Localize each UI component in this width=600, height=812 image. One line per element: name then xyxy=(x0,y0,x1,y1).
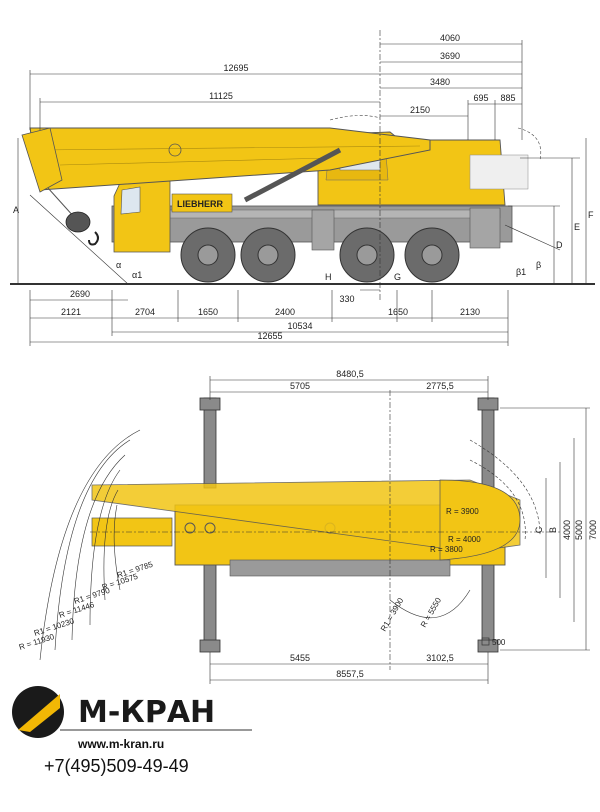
side-view: LIEBHERR xyxy=(10,30,595,346)
dim-12655: 12655 xyxy=(257,331,282,341)
boom-section-line xyxy=(59,157,331,166)
radius-inner-2: R = 5550 xyxy=(419,596,443,629)
radius-rear-1: R = 3900 xyxy=(446,507,479,516)
dim-10534: 10534 xyxy=(287,321,312,331)
dim-1650-b: 1650 xyxy=(388,307,408,317)
label-alpha1: α1 xyxy=(132,270,142,280)
cab-side-panel xyxy=(171,193,233,213)
dim-2400: 2400 xyxy=(275,307,295,317)
label-d: D xyxy=(556,240,563,250)
dim-3480: 3480 xyxy=(430,77,450,87)
dim-2130: 2130 xyxy=(460,307,480,317)
outrigger-box-front xyxy=(311,209,335,251)
hook-block xyxy=(65,211,91,233)
cab-window xyxy=(120,186,141,215)
radius-5: R1 = 10230 xyxy=(33,616,76,638)
dim-8557-5: 8557,5 xyxy=(336,669,364,679)
dim-b: B xyxy=(548,527,558,533)
dim-3690: 3690 xyxy=(440,51,460,61)
dim-8480-5: 8480,5 xyxy=(336,369,364,379)
vertical-dimension-lines xyxy=(17,138,587,284)
outriggers xyxy=(199,397,499,653)
turntable-top xyxy=(439,479,521,561)
swing-arc xyxy=(329,115,381,121)
pad-size: 500 xyxy=(492,638,506,647)
approach-angle-line xyxy=(29,194,129,285)
label-g: G xyxy=(394,272,401,282)
counterweight xyxy=(469,154,529,190)
dim-5455: 5455 xyxy=(290,653,310,663)
dim-1650-a: 1650 xyxy=(198,307,218,317)
dim-7000: 7000 xyxy=(588,520,598,540)
label-h: H xyxy=(325,272,332,282)
dim-3102-5: 3102,5 xyxy=(426,653,454,663)
boom-top xyxy=(91,479,521,553)
dim-5705: 5705 xyxy=(290,381,310,391)
dim-11125: 11125 xyxy=(209,91,233,101)
luffing-cylinder xyxy=(243,147,342,203)
axle-cover xyxy=(229,559,451,577)
dim-2121: 2121 xyxy=(61,307,81,317)
departure-angle-line xyxy=(504,224,561,251)
outrigger-box-rear xyxy=(469,207,501,249)
wheel-3 xyxy=(339,227,395,283)
dim-2690: 2690 xyxy=(70,289,90,299)
wheel-1 xyxy=(180,227,236,283)
label-f: F xyxy=(588,210,594,220)
dim-695: 695 xyxy=(473,93,488,103)
dim-4060: 4060 xyxy=(440,33,460,43)
label-beta1: β1 xyxy=(516,267,526,277)
brand-block: М-КРАН www.m-kran.ru +7(495)509-49-49 xyxy=(12,686,252,776)
hook xyxy=(88,231,99,246)
dim-5000: 5000 xyxy=(574,520,584,540)
wheel-2 xyxy=(240,227,296,283)
dim-c: C xyxy=(534,526,544,533)
boom-section-line xyxy=(39,145,421,151)
boom-pin xyxy=(168,143,182,157)
label-a: A xyxy=(13,205,19,215)
swing-radii-arcs xyxy=(39,429,541,661)
dim-330: 330 xyxy=(339,294,354,304)
dim-885: 885 xyxy=(500,93,515,103)
hook-rope xyxy=(47,187,76,219)
label-beta: β xyxy=(536,260,541,270)
wheel-4 xyxy=(404,227,460,283)
label-alpha: α xyxy=(116,260,121,270)
dim-2150: 2150 xyxy=(410,105,430,115)
dim-4000: 4000 xyxy=(562,520,572,540)
cab-brand-label: LIEBHERR xyxy=(177,199,224,209)
dim-2704: 2704 xyxy=(135,307,155,317)
top-pin xyxy=(204,522,216,534)
dim-12695: 12695 xyxy=(223,63,248,73)
boom-head xyxy=(21,127,63,193)
brand-name: М-КРАН xyxy=(78,695,215,730)
dim-2775-5: 2775,5 xyxy=(426,381,454,391)
pad-symbol xyxy=(481,637,490,646)
radius-rear-2: R = 4000 xyxy=(448,535,481,544)
tail-swing-arc xyxy=(517,127,542,161)
top-dimension-lines xyxy=(29,40,523,140)
brand-logo-swoosh xyxy=(18,694,60,732)
label-e: E xyxy=(574,222,580,232)
top-view-dimension-lines xyxy=(209,376,590,684)
brand-phone: +7(495)509-49-49 xyxy=(44,756,189,776)
brand-url: www.m-kran.ru xyxy=(77,737,164,751)
top-view: R1 = 9785 R = 10575 R1 = 9790 R = 11446 … xyxy=(18,369,598,684)
radius-rear-3: R = 3800 xyxy=(430,545,463,554)
top-pin xyxy=(184,522,196,534)
bottom-dimension-lines xyxy=(29,289,509,346)
